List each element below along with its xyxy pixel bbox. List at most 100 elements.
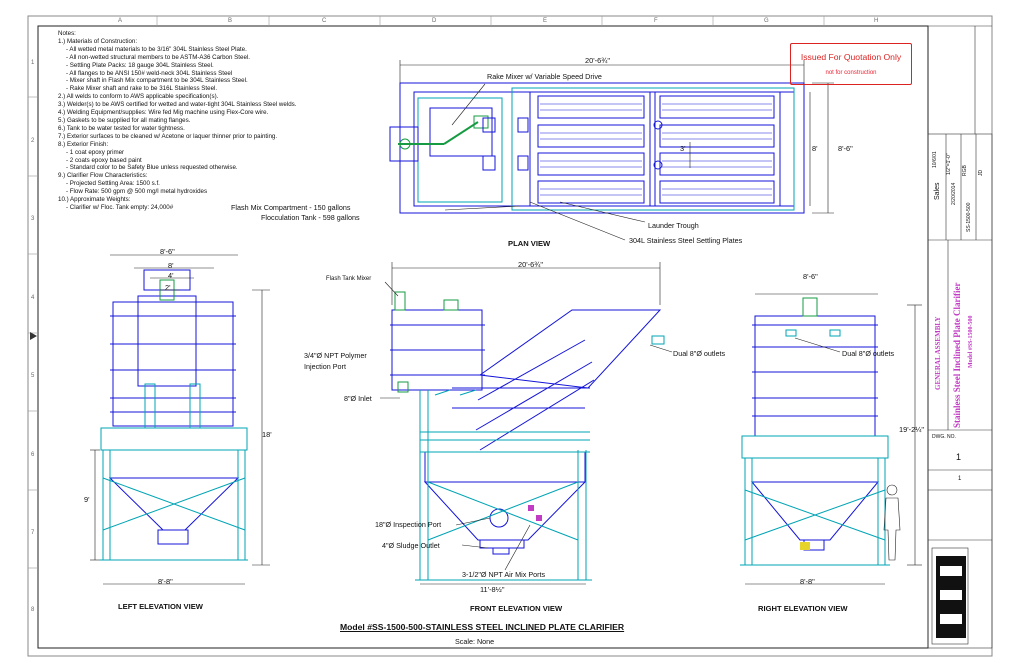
note-line: 9.) Clarifier Flow Characteristics: xyxy=(58,172,148,180)
note-line: - All wetted metal materials to be 3/16"… xyxy=(66,45,247,53)
tb-dwgno-value: SS-1500-500 xyxy=(966,202,972,232)
note-line: - All flanges to be ANSI 150# weld-neck … xyxy=(66,69,233,77)
note-line: - Flow Rate: 500 gpm @ 500 mg/l metal hy… xyxy=(66,188,208,196)
quotation-stamp: Issued For Quotation Only not for constr… xyxy=(790,43,912,85)
note-line: - 2 coats epoxy based paint xyxy=(66,156,142,164)
front-dim-base: 11'-8½" xyxy=(480,585,505,594)
tb-model: Model #SS-1500-500 xyxy=(968,315,974,369)
grid-row-8: 8 xyxy=(31,607,35,613)
front-inlet-label: 8"Ø Inlet xyxy=(344,394,372,403)
front-elevation-title: FRONT ELEVATION VIEW xyxy=(470,604,563,613)
front-polymer-label: 3/4"Ø NPT Polymer xyxy=(304,351,367,360)
notes-block: Notes: 1.) Materials of Construction: - … xyxy=(58,30,358,212)
left-dim-9: 9' xyxy=(84,495,90,504)
tb-drawn: RGB xyxy=(962,165,968,176)
grid-row-7: 7 xyxy=(31,530,35,536)
left-dim-base: 8'-8" xyxy=(158,577,173,586)
note-line: - Mixer shaft in Flash Mix compartment t… xyxy=(66,77,248,85)
plan-view xyxy=(389,60,834,241)
right-elevation-title: RIGHT ELEVATION VIEW xyxy=(758,604,848,613)
note-line: - Projected Settling Area: 1500 s.f. xyxy=(66,180,160,188)
front-sludge-label: 4"Ø Sludge Outlet xyxy=(382,541,440,550)
plan-view-title: PLAN VIEW xyxy=(508,239,551,248)
tb-dwg-no: 1 xyxy=(956,452,962,462)
note-line: 2.) All welds to conform to AWS applicab… xyxy=(58,93,219,101)
note-line: 3.) Welder(s) to be AWS certified for we… xyxy=(58,101,297,109)
note-line: Notes: xyxy=(58,30,76,37)
grid-col-e: E xyxy=(543,18,548,24)
plan-flash-mix-label: Flash Mix Compartment - 150 gallons xyxy=(231,203,351,212)
note-line: 10.) Approximate Weights: xyxy=(58,196,131,204)
front-outlets-label: Dual 8"Ø outlets xyxy=(673,349,726,358)
note-line: 7.) Exterior surfaces to be cleaned w/ A… xyxy=(58,132,278,140)
grid-row-3: 3 xyxy=(31,216,35,222)
right-elevation xyxy=(740,293,922,585)
title-block-frame xyxy=(927,25,993,649)
note-line: 6.) Tank to be water tested for water ti… xyxy=(58,124,185,132)
front-inspection-label: 18"Ø Inspection Port xyxy=(375,520,442,529)
grid-col-c: C xyxy=(322,18,327,24)
plan-dim-width-inner: 8' xyxy=(812,144,818,153)
plan-dim-width-outer: 8'-6" xyxy=(838,144,853,153)
front-airmix-label: 3-1/2"Ø NPT Air Mix Ports xyxy=(462,570,546,579)
grid-col-b: B xyxy=(228,18,233,24)
tb-scale: 1/2"=1'-0" xyxy=(946,153,952,175)
plan-floc-tank-label: Flocculation Tank - 598 gallons xyxy=(261,213,360,222)
left-dim-height: 18' xyxy=(262,430,272,439)
note-line: 5.) Gaskets to be supplied for all matin… xyxy=(58,116,191,124)
left-dim-top-2: 2' xyxy=(165,283,171,292)
front-flash-mixer-label: Flash Tank Mixer xyxy=(326,276,372,282)
plan-rake-mixer-label: Rake Mixer w/ Variable Speed Drive xyxy=(487,72,602,81)
grid-row-5: 5 xyxy=(31,373,35,379)
grid-col-h: H xyxy=(874,18,879,24)
right-dim-height: 19'-2¼" xyxy=(899,425,924,434)
tb-date2: 2/20/2014 xyxy=(951,182,957,205)
left-elevation-title: LEFT ELEVATION VIEW xyxy=(118,602,203,611)
grid-row-6: 6 xyxy=(31,452,35,458)
grid-col-f: F xyxy=(654,18,658,24)
center-arrow-icon xyxy=(30,332,37,340)
left-dim-top-outer: 8'-6" xyxy=(160,247,175,256)
plan-dim-center: 3' xyxy=(680,144,686,153)
stamp-main: Issued For Quotation Only xyxy=(800,52,902,62)
right-dim-top: 8'-6" xyxy=(803,272,818,281)
tb-dwg-label: DWG. NO. xyxy=(932,434,956,440)
tb-general-assembly: GENERAL ASSEMBLY xyxy=(934,316,942,390)
note-line: - Rake Mixer shaft and rake to be 316L S… xyxy=(66,85,218,93)
note-line: - 1 coat epoxy primer xyxy=(66,148,125,156)
left-elevation xyxy=(90,254,270,585)
note-line: 8.) Exterior Finish: xyxy=(58,140,109,148)
note-line: - Standard color to be Safety Blue unles… xyxy=(66,164,238,172)
note-line: 4.) Welding Equipment/supplies: Wire fed… xyxy=(58,109,269,117)
plan-dim-length: 20'-6¾" xyxy=(585,56,610,65)
right-dim-base: 8'-8" xyxy=(800,577,815,586)
drawing-scale: Scale: None xyxy=(455,637,495,646)
grid-col-d: D xyxy=(432,18,437,24)
note-line: - Settling Plate Packs: 18 gauge 304L St… xyxy=(66,61,214,69)
note-line: 1.) Materials of Construction: xyxy=(58,37,138,45)
tb-product-name: Stainless Steel Inclined Plate Clarifier xyxy=(952,282,962,428)
front-dim-length: 20'-6¾" xyxy=(518,260,543,269)
note-line: - Clarifier w/ Floc. Tank empty: 24,000# xyxy=(66,203,174,211)
left-dim-top-4: 4' xyxy=(168,271,174,280)
grid-row-2: 2 xyxy=(31,138,35,144)
front-elevation xyxy=(380,262,673,585)
plan-plates-label: 304L Stainless Steel Settling Plates xyxy=(629,236,743,245)
grid-col-a: A xyxy=(118,18,123,24)
stamp-sub: not for construction xyxy=(825,70,877,76)
grid-ticks xyxy=(28,16,825,569)
drawing-title: Model #SS-1500-500-STAINLESS STEEL INCLI… xyxy=(340,622,625,632)
front-polymer-label-2: Injection Port xyxy=(304,362,346,371)
note-line: - All non-wetted structural members to b… xyxy=(66,53,250,61)
tb-job: Sales xyxy=(934,182,941,200)
tb-checked: JD xyxy=(978,169,984,176)
left-dim-top-8: 8' xyxy=(168,261,174,270)
right-outlets-label: Dual 8"Ø outlets xyxy=(842,349,895,358)
grid-row-4: 4 xyxy=(31,295,35,301)
grid-row-1: 1 xyxy=(31,60,35,66)
tb-sheet-no: 1 xyxy=(958,476,962,482)
plan-launder-label: Launder Trough xyxy=(648,221,699,230)
grid-col-g: G xyxy=(764,18,769,24)
